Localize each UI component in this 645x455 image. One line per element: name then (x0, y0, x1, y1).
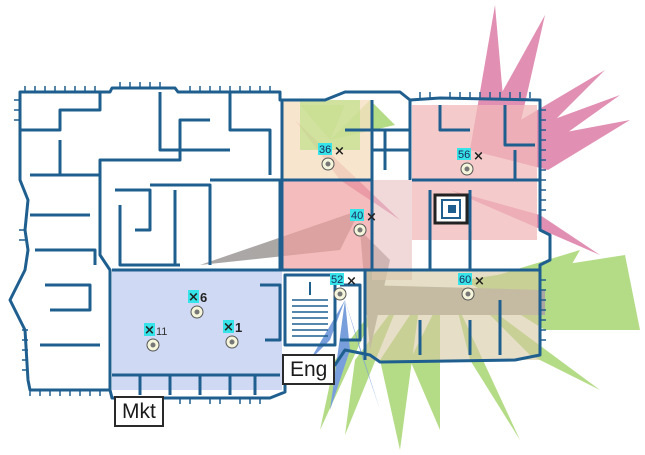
interior-wall (503, 105, 535, 147)
stairs-icon (292, 282, 328, 337)
access-point-6[interactable]: × 6 (188, 290, 207, 319)
interior-wall (228, 92, 272, 175)
zone-label-eng[interactable]: Eng (282, 354, 336, 385)
ap-label: 36 (319, 144, 331, 156)
window-ticks-right (540, 109, 546, 341)
ap-x-marker: × (474, 274, 485, 289)
interior-wall (372, 130, 410, 170)
elevator-core-icon (433, 193, 469, 225)
ap-x-marker: × (473, 149, 484, 164)
ap-x-marker: × (366, 210, 377, 225)
access-point-36[interactable]: 36 × (318, 143, 345, 171)
ap-x-marker: × (144, 323, 155, 338)
interior-wall (35, 248, 97, 265)
ap-label: 52 (331, 274, 343, 286)
ap-label: 56 (458, 149, 470, 161)
zone-label-mkt[interactable]: Mkt (114, 396, 164, 427)
interior-wall (30, 118, 210, 177)
room-tint-lower-right (365, 270, 540, 360)
interior-wall (118, 205, 180, 267)
interior-wall (45, 283, 92, 312)
interior-wall (210, 178, 282, 270)
window-ticks-left (14, 99, 28, 371)
ap-x-marker: × (346, 274, 357, 289)
zone-highlight-mkt (112, 270, 282, 390)
ap-label: 6 (200, 290, 207, 305)
room-tint-green (300, 100, 360, 150)
outer-wall (8, 86, 552, 400)
ap-label: 60 (459, 274, 471, 286)
access-point-40[interactable]: 40 × (350, 209, 377, 237)
ap-x-marker: × (334, 144, 345, 159)
access-point-11[interactable]: × 11 (144, 323, 167, 352)
interior-wall (20, 92, 102, 132)
ap-label: 40 (351, 210, 363, 222)
interior-wall (150, 183, 212, 265)
access-point-layer[interactable]: 36 × 56 × 40 × 52 × (144, 143, 485, 352)
interior-wall (260, 283, 282, 342)
window-ticks-top-right (419, 92, 531, 98)
interior-wall (115, 188, 152, 232)
access-point-60[interactable]: 60 × (458, 273, 485, 301)
interior-wall (158, 92, 230, 152)
access-point-56[interactable]: 56 × (457, 148, 484, 176)
access-point-1[interactable]: × 1 (223, 320, 242, 349)
building-walls (8, 86, 552, 400)
access-point-52[interactable]: 52 × (330, 273, 357, 301)
ap-label: 1 (235, 320, 242, 335)
window-ticks-top-left (24, 82, 271, 92)
interior-wall (138, 375, 257, 395)
room-tint-mid (372, 180, 412, 280)
interior-wall (372, 128, 412, 180)
ap-x-marker: × (188, 290, 199, 305)
interior-wall (438, 105, 470, 132)
interior-wall (98, 175, 112, 390)
ap-label: 11 (156, 326, 167, 338)
interior-wall (418, 300, 502, 355)
interior-wall (283, 273, 337, 347)
ap-x-marker: × (223, 320, 234, 335)
interior-wall (340, 283, 362, 342)
